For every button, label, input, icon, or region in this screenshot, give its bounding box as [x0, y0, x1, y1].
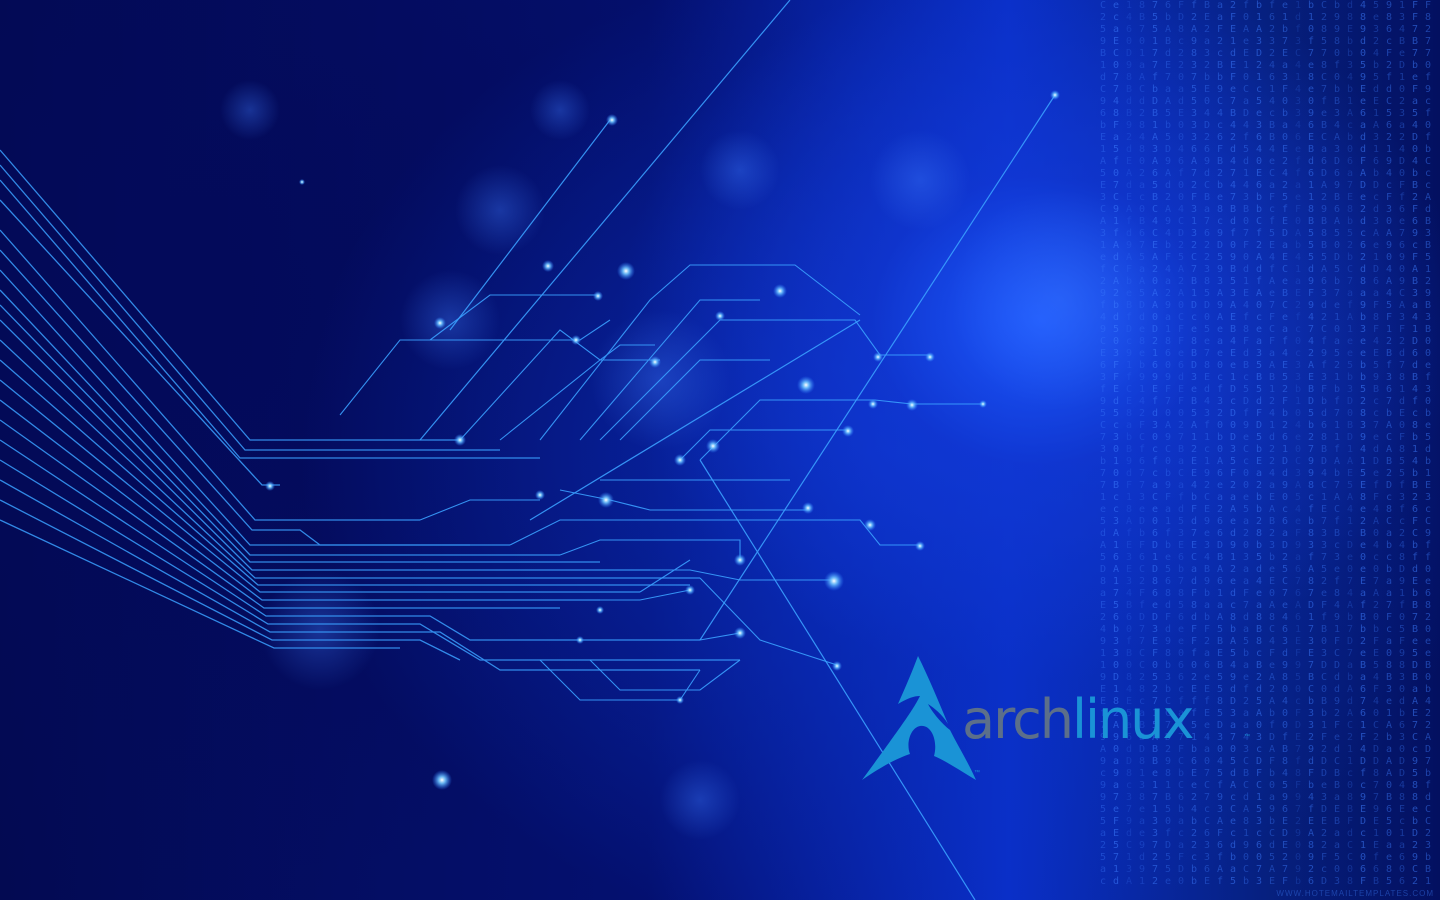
code-rain-column: 1df3C4143346effaeF0Ab41aE2fc0c33b104e0C3…: [1295, 0, 1302, 887]
code-rain-column: d8Ebb34b1Acb06a7E8b52bC7afA1ee5b3D0BD1AE…: [1347, 0, 1354, 887]
logo-arch-text: arch: [962, 688, 1074, 751]
arch-logo-icon: [862, 656, 976, 780]
code-rain-column: b9980f0bB34A3D69B6A50D5b7e10a521bf711fAb…: [1334, 0, 1341, 887]
archlinux-wordmark: archlinux: [962, 688, 1194, 751]
code-rain-column: C28578C7feBCa6DA29B8B5A63d2Cf9f3Fbd68BD4…: [1321, 0, 1328, 887]
code-rain-column: F82770f9cf0fbCccAdB3B5129B3B00ef30be5db1…: [1425, 0, 1432, 887]
code-rain-column: 6bABdE7aA5b5D9Ad2A94bF4a29a18609F70A9C0b…: [1165, 0, 1172, 887]
trace-bundle: [0, 149, 740, 671]
glow-dots: [265, 90, 1060, 790]
code-rain-column: aaF2cBb9C4c6FB2be8c9D593A9Aeae0cf320b0A6…: [1217, 0, 1224, 887]
logo-mark-trademark: ™: [974, 770, 980, 776]
archlinux-logo: archlinux ™ ™: [858, 652, 1258, 792]
code-rain-column: f2A9837553336A72F3132C7B1Dce8BD3eB5A12EE…: [1191, 0, 1198, 887]
code-rain-column: b1A3D21c5e3640E6bbCf2AdfA0cea35B5dFD5bEa…: [1256, 0, 1263, 887]
code-rain-column: 1460D98BdB92dEAdEAfd9AFbeBfDc91fCE8abB9d…: [1126, 0, 1133, 887]
code-rain-column: 489d059Ee6addFADe2dc62d8a9b3eebb52839415…: [1360, 0, 1367, 887]
watermark-text: WWW.HOTEMAILTEMPLATES.COM: [1276, 889, 1434, 898]
code-rain-column: 134BeD1023a24D0Ff6e76909CA3F2d781dE0F855…: [1399, 0, 1406, 887]
code-rain-column: e1b7Ea3F0ba0E2425fEDaECeBCeaf4E52Fb261Dd…: [1282, 0, 1289, 887]
code-rain-column: 986cF2fdC562194cF30A904A45F12Bf367bACAB2…: [1386, 0, 1393, 887]
code-rain-column: FD8c220adE0046f004CD25A2A0CFFe6dEF027BaC…: [1178, 0, 1185, 887]
diagonal-lines: [419, 0, 1056, 900]
code-rain-column: f0AeE10CaD4f5d143B07F0d1E4f8FdBc5Df9eCc0…: [1243, 0, 1250, 887]
code-rain-column: 2FE1dEFe7B42d4747Bdf09B53AEB4Ee1DcD0D35F…: [1230, 0, 1237, 887]
code-rain-column: 8B701aACd284802ac0B675aA5Dde8eb9142FCf67…: [1139, 0, 1146, 887]
code-rain: C259B1dC96bE1A5E3CA31ef29f49CE63f95C73b7…: [1100, 0, 1440, 900]
circuit-branches: [339, 264, 983, 701]
code-rain-column: FF7B7beFa54D04bB2F69cFAB3a41D6dB4fc8b14b…: [1412, 0, 1419, 887]
logo-trademark: ™: [1244, 734, 1250, 740]
code-rain-column: BE2a32bE04D269dCBa7622385D05e78Ed43f1c19…: [1204, 0, 1211, 887]
code-rain-column: f62324614cBB4eCaFcf5E4fAe7FCFaAB1241d224…: [1269, 0, 1276, 887]
code-rain-column: C259B1dC96bE1A5E3CA31ef29f49CE63f95C73b7…: [1100, 0, 1107, 887]
code-rain-column: b10f7e8e096EBd6118B555d9F94742AEBD5b2799…: [1308, 0, 1315, 887]
code-rain-column: 5e324b5dE1A316bDcd3Ae1D6aF8F4E59Bcc7edDe…: [1373, 0, 1380, 887]
bokeh-layer: [220, 80, 1170, 840]
logo-linux-text: linux: [1072, 688, 1194, 751]
code-rain-column: 755177fbDB1A3A65BC4CEA20AA0D2169Efd30cfc…: [1152, 0, 1159, 887]
code-rain-column: ecaEC07748Fa5f07C91fAdCA2bd503FFEd5c3010…: [1113, 0, 1120, 887]
